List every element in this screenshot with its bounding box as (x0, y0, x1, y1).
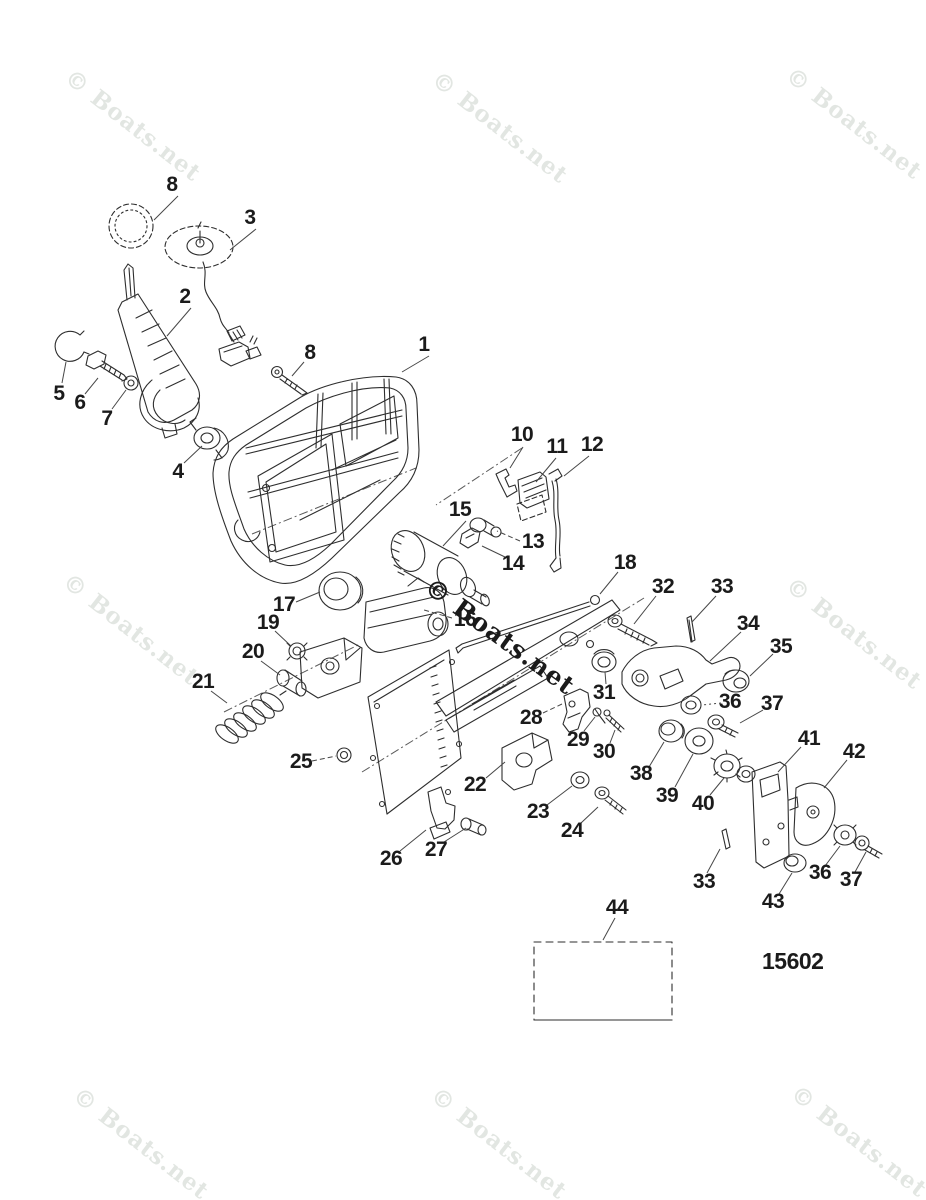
pin-part-20 (276, 637, 363, 699)
bracket-part-10 (495, 468, 518, 498)
motor-part-16 (363, 577, 449, 653)
gear-part-40 (710, 749, 756, 783)
callout-37-upper: 37 (760, 692, 784, 715)
washer-part-36 (680, 695, 702, 715)
rod-part-18 (455, 594, 601, 654)
callout-43: 43 (761, 890, 785, 913)
washer-part-23 (570, 771, 590, 789)
callout-18: 18 (613, 551, 637, 574)
bushing-part-43 (783, 853, 807, 873)
mount-plate (367, 599, 621, 815)
callout-29: 29 (566, 728, 590, 751)
bolt-part-37b (854, 835, 883, 859)
callout-10: 10 (510, 423, 534, 446)
callout-8-knob: 8 (166, 173, 178, 196)
bracket-part-41 (751, 761, 799, 869)
nut-part-19 (286, 642, 308, 661)
callout-33-upper: 33 (710, 575, 734, 598)
callout-40: 40 (691, 792, 715, 815)
callout-5: 5 (53, 382, 65, 405)
screw-part-8b (270, 365, 308, 396)
bolt-part-6 (85, 350, 128, 382)
callout-31: 31 (592, 681, 616, 704)
callout-32: 32 (651, 575, 675, 598)
callout-16: 16 (453, 608, 477, 631)
callout-36-lower: 36 (808, 861, 832, 884)
callout-2: 2 (179, 285, 191, 308)
callout-3: 3 (244, 206, 256, 229)
callout-6: 6 (74, 391, 86, 414)
callout-17: 17 (272, 593, 296, 616)
grommet-part-17 (318, 571, 364, 611)
cam-arm-part-34 (621, 645, 741, 708)
bracket-part-26 (427, 786, 456, 840)
callout-21: 21 (191, 670, 215, 693)
callout-33-lower: 33 (692, 870, 716, 893)
bracket-part-28 (562, 688, 591, 733)
callout-14: 14 (501, 552, 525, 575)
callout-12: 12 (580, 433, 604, 456)
callout-19: 19 (256, 611, 280, 634)
circlip-part-5 (54, 330, 90, 362)
callout-8-screw: 8 (304, 341, 316, 364)
callout-24: 24 (560, 819, 584, 842)
callout-15: 15 (448, 498, 472, 521)
bolt-part-32 (607, 614, 658, 647)
spring-part-21 (215, 690, 287, 744)
cover-part-42 (793, 782, 836, 846)
callout-25: 25 (289, 750, 313, 773)
knob-part-8 (108, 203, 154, 249)
washer-part-7 (123, 375, 139, 391)
bracket-part-22 (501, 732, 553, 791)
callout-30: 30 (592, 740, 616, 763)
callout-44: 44 (605, 896, 629, 919)
pin-part-33b (721, 828, 731, 850)
pin-part-33 (686, 615, 696, 643)
callout-1: 1 (418, 333, 430, 356)
callout-37-lower: 37 (839, 868, 863, 891)
washer-part-39 (684, 727, 714, 755)
clip-part-14 (459, 527, 481, 549)
plug-part-13 (469, 517, 502, 538)
callout-4: 4 (172, 460, 184, 483)
link-rod-part-12 (548, 468, 563, 573)
bushing-part-4 (189, 417, 229, 461)
screw-part-30 (603, 709, 625, 733)
bolt-part-37 (707, 714, 739, 738)
switch-part-11 (516, 471, 550, 522)
callout-11: 11 (546, 435, 568, 458)
callout-26: 26 (379, 847, 403, 870)
callout-13: 13 (521, 530, 545, 553)
callout-22: 22 (463, 773, 487, 796)
callout-27: 27 (424, 838, 448, 861)
callout-38: 38 (629, 762, 653, 785)
nut-part-25 (336, 747, 352, 763)
leader-lines (61, 195, 867, 941)
decal-box-part-44 (533, 941, 673, 1021)
callout-28: 28 (519, 706, 543, 729)
spline-drum-part-15 (390, 530, 490, 607)
washer-part-36b (833, 824, 857, 846)
bushing-part-35 (722, 669, 750, 693)
oring-near-31 (559, 631, 595, 649)
callout-39: 39 (655, 784, 679, 807)
pin-part-27 (460, 817, 487, 836)
figure-number: 15602 (762, 948, 824, 974)
callout-20: 20 (241, 640, 265, 663)
callout-7: 7 (101, 407, 113, 430)
housing-part-1 (212, 375, 420, 585)
callout-35: 35 (769, 635, 793, 658)
bushing-part-38 (658, 719, 685, 743)
callout-41: 41 (797, 727, 821, 750)
centerlines (223, 447, 645, 773)
callout-34: 34 (736, 612, 760, 635)
screw-part-29 (592, 707, 606, 724)
callout-23: 23 (526, 800, 550, 823)
bolt-part-24 (594, 786, 627, 815)
callout-42: 42 (842, 740, 866, 763)
handle-part-2 (117, 263, 201, 439)
callout-36-upper: 36 (718, 690, 742, 713)
bushing-part-31 (591, 649, 617, 673)
